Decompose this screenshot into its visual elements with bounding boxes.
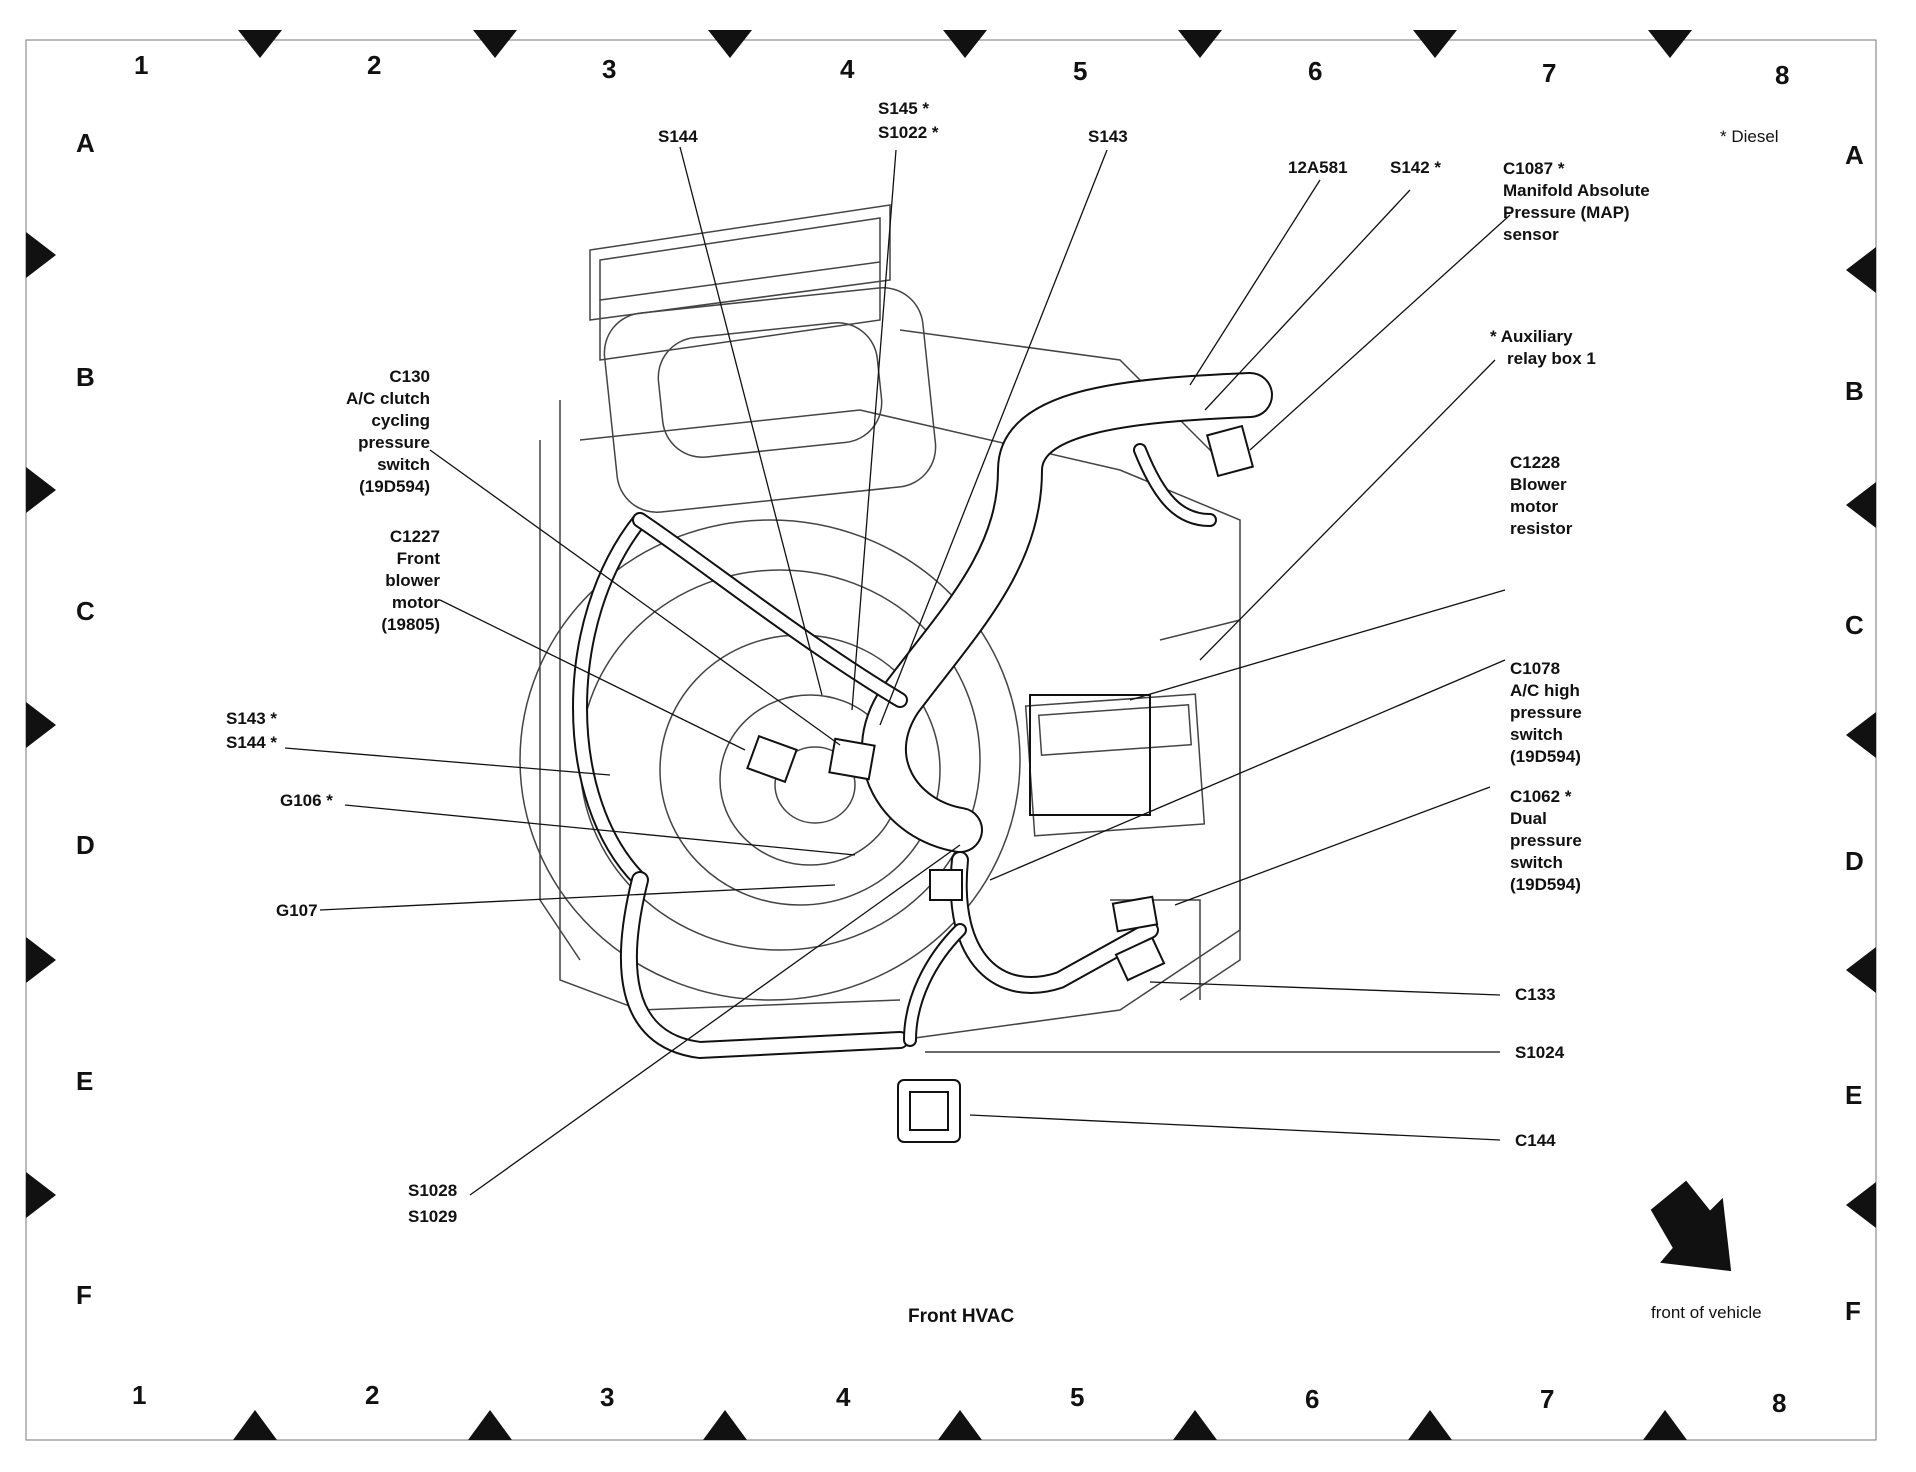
c1078-line-3: pressure [1510,703,1582,722]
grid-markers-right [1846,247,1876,1228]
callout-s144-left: S144 * [226,733,278,752]
grid-column-5: 5 [1073,56,1088,86]
c1078-line-5: (19D594) [1510,747,1581,766]
diesel-note: * Diesel [1720,127,1779,146]
grid-column-2: 2 [367,50,382,80]
callout-s142: S142 * [1390,158,1442,177]
callout-lines [284,146,1511,1196]
grid-row-e-right: E [1845,1080,1863,1110]
c1228-line-2: Blower [1510,475,1567,494]
grid-column-6: 6 [1308,56,1323,86]
connectors [746,424,1255,1143]
callout-c130-ac-clutch-switch: C130 A/C clutch cycling pressure switch … [300,366,430,498]
callout-s1024: S1024 [1515,1043,1565,1062]
callout-c1228-blower-resistor: C1228 Blower motor resistor [1510,452,1572,540]
grid-column-3-bottom: 3 [600,1382,615,1412]
grid-column-8: 8 [1775,60,1790,90]
diagram-title: Front HVAC [908,1306,1015,1327]
grid-row-b: B [76,362,95,392]
c1078-line-1: C1078 [1510,659,1561,678]
aux-line-1: * Auxiliary [1490,327,1573,346]
page-border [25,39,1877,1441]
c1062-line-5: (19D594) [1510,875,1581,894]
aux-line-2: relay box 1 [1507,349,1596,368]
c1227-line-1: C1227 [389,527,440,546]
c1227-line-2: Front [396,549,440,568]
c1227-line-4: motor [391,593,440,612]
c1227-line-3: blower [385,571,440,590]
c130-line-6: (19D594) [359,477,430,496]
front-of-vehicle-arrow [1650,1180,1732,1272]
grid-row-e: E [76,1066,94,1096]
c130-line-1: C130 [389,367,430,386]
c130-line-2: A/C clutch [345,389,430,408]
grid-markers-bottom [233,1410,1687,1440]
grid-column-8-bottom: 8 [1772,1388,1787,1418]
c1078-line-4: switch [1510,725,1563,744]
callout-12a581: 12A581 [1288,158,1348,177]
c1227-line-5: (19805) [381,615,440,634]
callout-c1062-dual-pressure-switch: C1062 * Dual pressure switch (19D594) [1510,786,1582,896]
front-of-vehicle-label: front of vehicle [1651,1303,1762,1322]
grid-column-6-bottom: 6 [1305,1384,1320,1414]
c130-line-3: cycling [371,411,430,430]
callout-c1078-ac-high-pressure-switch: C1078 A/C high pressure switch (19D594) [1510,658,1582,768]
c1062-line-1: C1062 * [1510,787,1572,806]
grid-column-5-bottom: 5 [1070,1382,1085,1412]
c1087-line-2: Manifold Absolute [1503,181,1650,200]
grid-row-f-right: F [1845,1296,1861,1326]
c1228-line-3: motor [1510,497,1559,516]
callout-auxiliary-relay-box: * Auxiliary relay box 1 [1490,326,1596,370]
callout-s145: S145 * [878,99,930,118]
grid-column-4: 4 [840,54,855,84]
grid-column-2-bottom: 2 [365,1380,380,1410]
grid-row-a-right: A [1845,140,1864,170]
c1087-line-3: Pressure (MAP) [1503,203,1630,222]
callout-s143-left: S143 * [226,709,278,728]
grid-column-4-bottom: 4 [836,1382,851,1412]
grid-markers-left [26,232,56,1218]
c1062-line-3: pressure [1510,831,1582,850]
callout-c133: C133 [1515,985,1556,1004]
c1062-line-2: Dual [1510,809,1547,828]
wiring-harness [572,372,1273,1060]
c1228-line-1: C1228 [1510,453,1561,472]
grid-row-c-right: C [1845,610,1864,640]
c130-line-4: pressure [358,433,430,452]
callout-s143-top: S143 [1088,127,1128,146]
grid-markers-top [238,30,1692,58]
grid-column-1: 1 [134,50,149,80]
c1087-line-4: sensor [1503,225,1559,244]
c1062-line-4: switch [1510,853,1563,872]
c1078-line-2: A/C high [1510,681,1580,700]
grid-column-7: 7 [1542,58,1557,88]
grid-row-c: C [76,596,95,626]
callout-s1029: S1029 [408,1207,458,1226]
callout-g106: G106 * [280,791,333,810]
grid-column-1-bottom: 1 [132,1380,147,1410]
c1228-line-4: resistor [1510,519,1573,538]
grid-row-b-right: B [1845,376,1864,406]
callout-g107: G107 [276,901,318,920]
grid-column-7-bottom: 7 [1540,1384,1555,1414]
c1087-line-1: C1087 * [1503,159,1565,178]
callout-c1227-front-blower-motor: C1227 Front blower motor (19805) [300,526,440,636]
callout-c144: C144 [1515,1131,1556,1150]
callout-s144-top: S144 [658,127,698,146]
grid-row-d: D [76,830,95,860]
callout-c1087-map-sensor: C1087 * Manifold Absolute Pressure (MAP)… [1503,158,1650,246]
grid-row-f: F [76,1280,92,1310]
callout-s1022: S1022 * [878,123,939,142]
grid-column-3: 3 [602,54,617,84]
c130-line-5: switch [377,455,430,474]
callout-s1028: S1028 [408,1181,458,1200]
grid-row-d-right: D [1845,846,1864,876]
grid-row-a: A [76,128,95,158]
